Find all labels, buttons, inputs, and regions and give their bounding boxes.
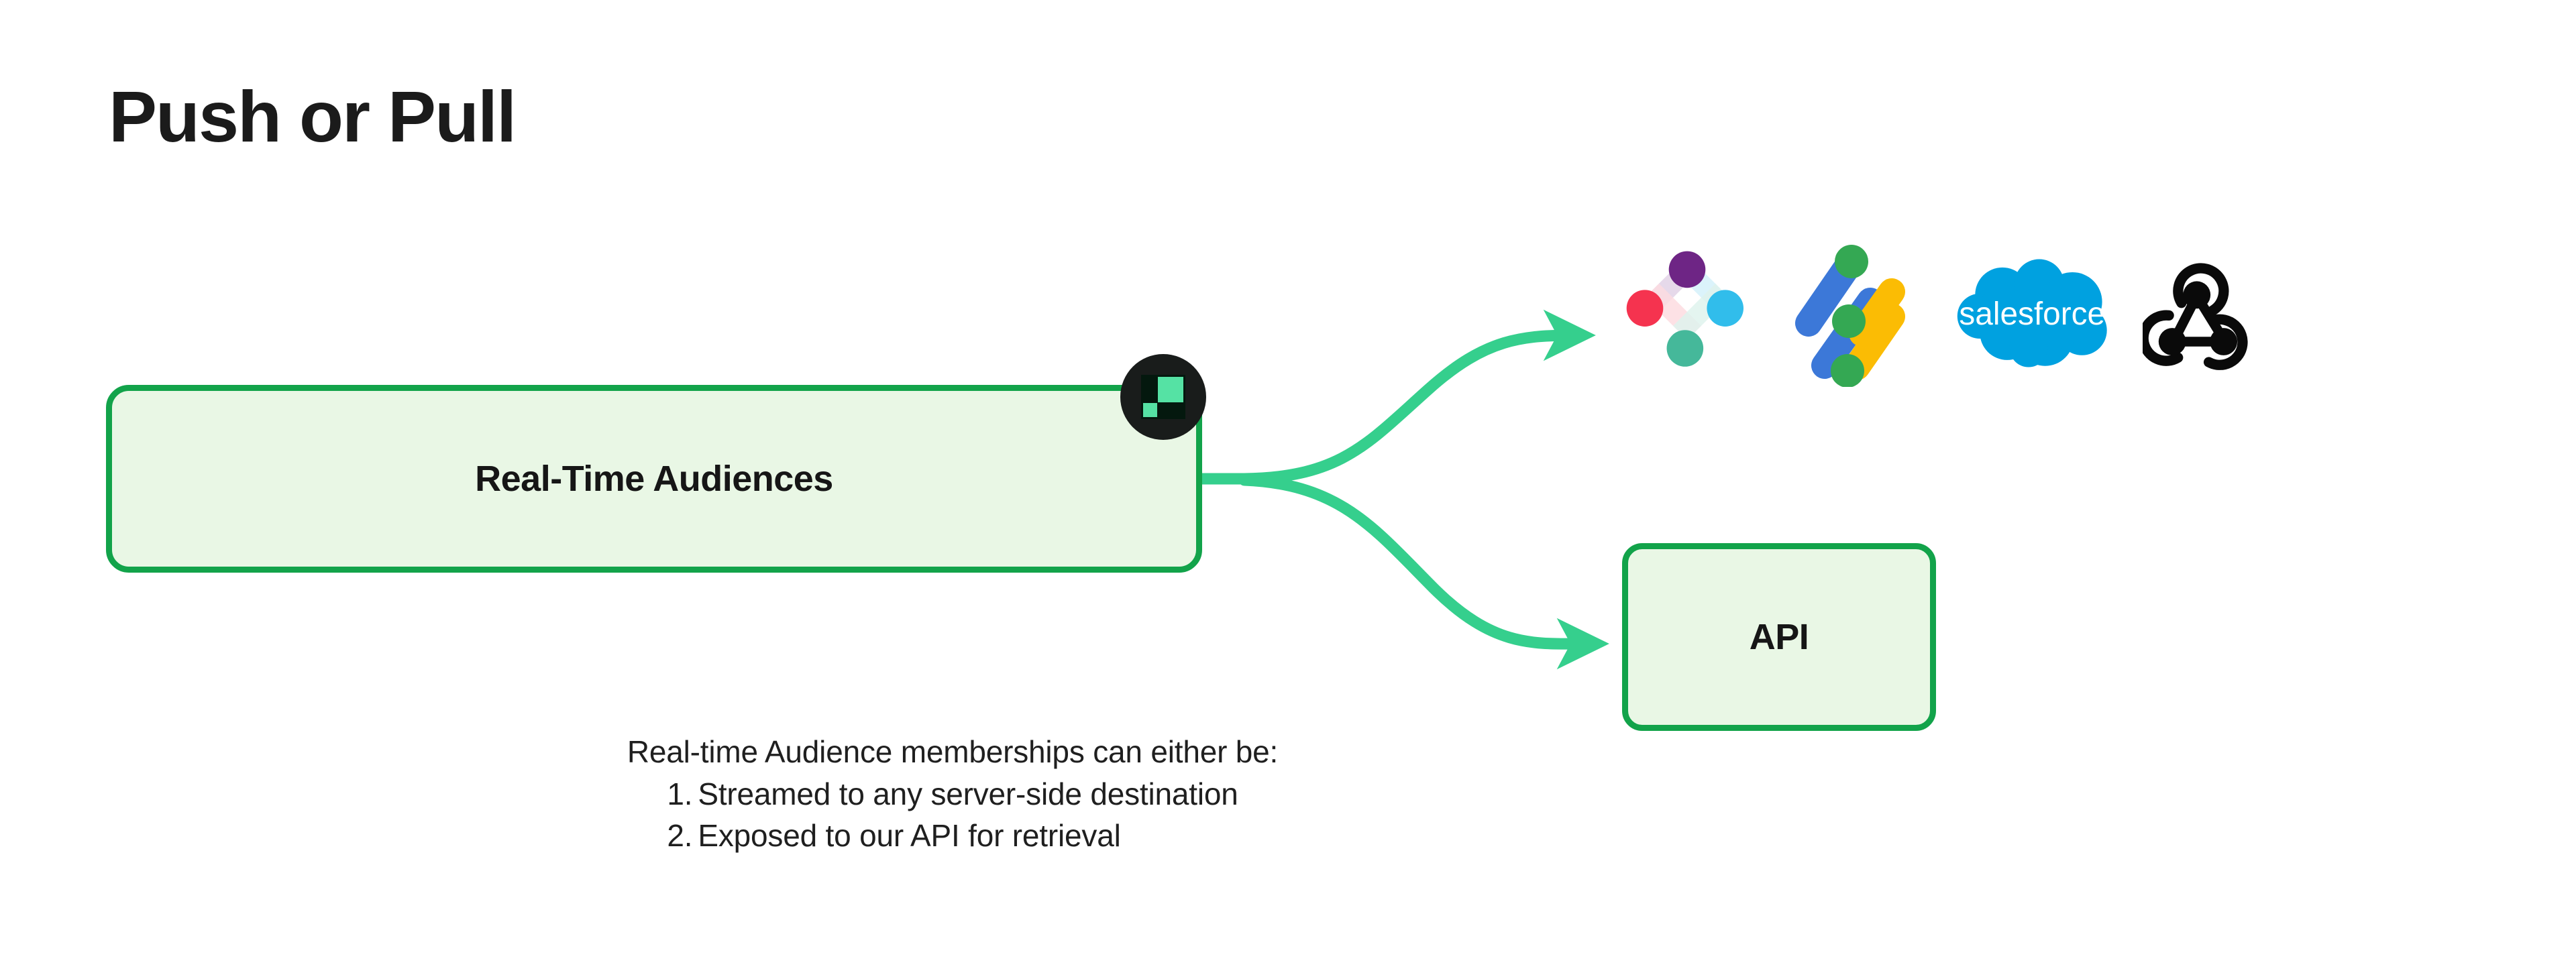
list-item: 2.Exposed to our API for retrieval: [667, 815, 1238, 857]
list-item: 1.Streamed to any server-side destinatio…: [667, 773, 1238, 815]
list-item-text: Streamed to any server-side destination: [698, 776, 1238, 811]
caption-block: Real-time Audience memberships can eithe…: [443, 731, 1462, 857]
hightouch-square-small: [1143, 403, 1157, 417]
arrow-to-api: [1238, 474, 1609, 670]
salesforce-logo-icon: salesforce: [1956, 256, 2110, 370]
real-time-audiences-box[interactable]: Real-Time Audiences: [106, 385, 1202, 573]
list-item-number: 2.: [667, 818, 693, 854]
hightouch-square-large: [1158, 377, 1183, 402]
api-box[interactable]: API: [1622, 543, 1936, 731]
real-time-audiences-label: Real-Time Audiences: [475, 459, 833, 499]
braze-logo-icon: [1617, 243, 1758, 384]
arrow-to-destinations: [1238, 309, 1596, 485]
page-title: Push or Pull: [109, 76, 517, 157]
webhook-logo-icon: [2143, 256, 2257, 370]
hightouch-logo-icon: [1120, 354, 1206, 440]
salesforce-wordmark: salesforce: [1959, 296, 2105, 332]
destination-logos-row: salesforce: [1617, 236, 2395, 390]
caption-intro: Real-time Audience memberships can eithe…: [627, 734, 1279, 769]
hightouch-mark: [1141, 375, 1185, 419]
list-item-number: 1.: [667, 776, 693, 811]
caption-list: 1.Streamed to any server-side destinatio…: [667, 773, 1238, 857]
list-item-text: Exposed to our API for retrieval: [698, 818, 1121, 854]
google-ads-logo-icon: [1790, 239, 1924, 387]
api-label: API: [1749, 617, 1809, 657]
